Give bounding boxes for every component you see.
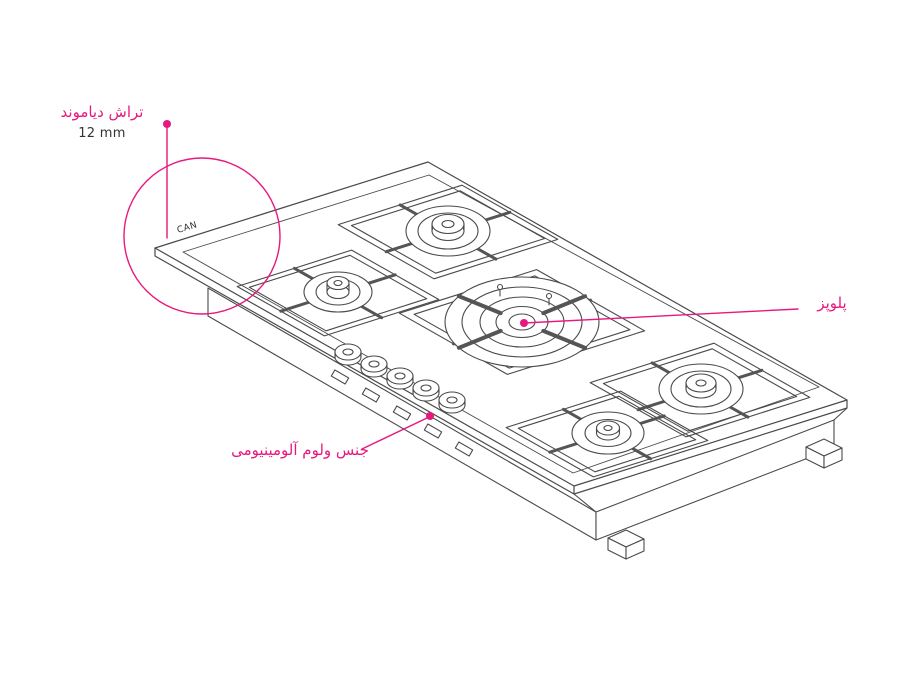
- brand-logo: CAN: [176, 220, 199, 236]
- control-knobs: [334, 343, 466, 414]
- callout-line-knobs: [361, 417, 428, 450]
- knob: [438, 391, 466, 414]
- highlight-circle-diamond-cut: [123, 157, 281, 315]
- front-foot: [607, 529, 645, 560]
- vent-louvers: [330, 369, 474, 457]
- label-diamond-cut: تراش دیاموند: [60, 103, 144, 121]
- knob: [412, 379, 440, 402]
- callout-annotations: [123, 120, 799, 450]
- label-knob-material: جنس ولوم آلومینیومی: [231, 441, 369, 459]
- callout-dot-diamond-cut: [163, 120, 171, 128]
- burner-rear: [405, 205, 491, 257]
- label-diamond-cut-value: 12 mm: [78, 126, 126, 141]
- knob: [386, 367, 414, 390]
- callout-line-wok: [523, 308, 799, 324]
- burner-front: [571, 411, 645, 455]
- right-foot: [805, 438, 843, 469]
- burner-left: [303, 271, 373, 313]
- callout-dot-knobs: [426, 412, 434, 420]
- knob: [334, 343, 362, 366]
- label-wok-burner: پلوپز: [817, 294, 847, 312]
- callout-dot-wok: [520, 319, 528, 327]
- burner-right: [658, 363, 744, 415]
- knob: [360, 355, 388, 378]
- hob-base-body: [207, 287, 848, 560]
